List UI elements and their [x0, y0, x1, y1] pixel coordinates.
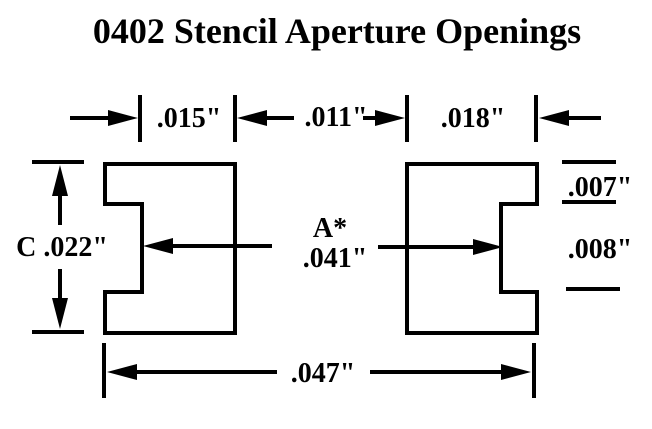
arrowhead: [52, 298, 68, 329]
arrowhead: [501, 364, 531, 380]
height-dimension: C .022": [16, 160, 108, 334]
arrowhead: [539, 110, 569, 126]
arrowhead: [107, 364, 137, 380]
arrowhead: [52, 165, 68, 196]
arrowhead: [473, 239, 503, 255]
dim-007-label: .007": [568, 172, 633, 203]
dim-015-label: .015": [157, 103, 222, 134]
inner-span-dimension: A* .041": [143, 213, 503, 274]
arrowhead: [375, 110, 405, 126]
diagram-title: 0402 Stencil Aperture Openings: [93, 11, 581, 51]
notch-dimensions: .007" .008": [562, 160, 633, 291]
dim-047-label: .047": [291, 358, 356, 389]
dim-height-label: C .022": [16, 232, 108, 263]
arrowhead: [108, 110, 138, 126]
total-width-dimension: .047": [102, 343, 536, 398]
dim-011-label: .011": [305, 102, 368, 133]
arrowhead: [237, 110, 267, 126]
arrowhead: [143, 238, 173, 254]
dim-a-star-label: A*: [313, 213, 347, 244]
dim-041-label: .041": [303, 243, 368, 274]
dim-008-label: .008": [568, 234, 633, 265]
top-dimension-row: .015" .011" .018": [70, 95, 601, 142]
dim-018-label: .018": [441, 103, 506, 134]
